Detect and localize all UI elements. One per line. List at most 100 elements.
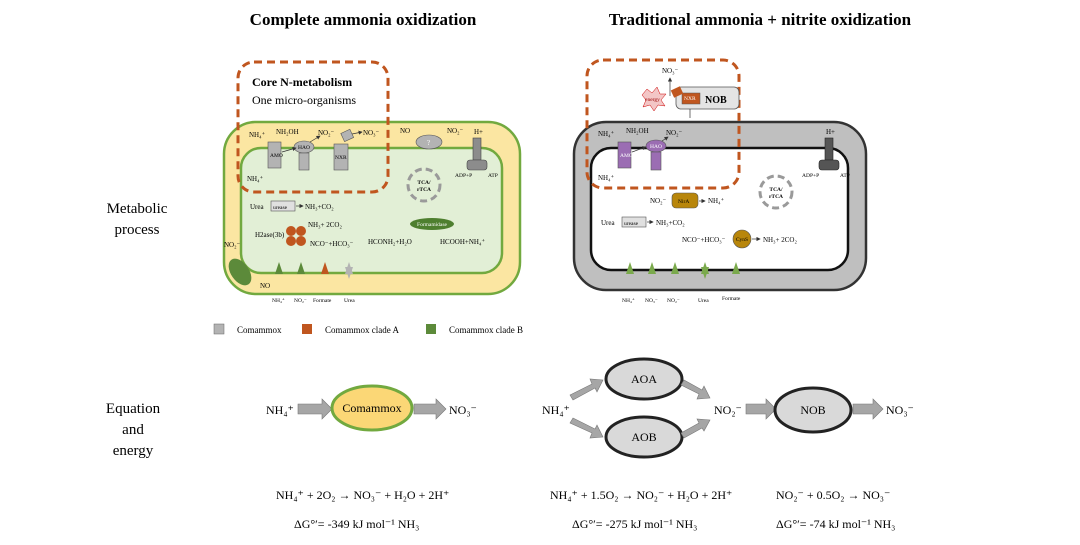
title-left: Complete ammonia oxidization: [250, 10, 477, 29]
atp-synthase-stalk: [472, 137, 482, 161]
legend-label-clade-a: Comammox clade A: [325, 325, 399, 335]
svg-text:energy: energy: [645, 97, 660, 103]
svg-text:Formamidase: Formamidase: [417, 222, 447, 228]
no3-top-label-right: NO₃⁻: [662, 67, 679, 75]
h-plus-label: H+: [474, 128, 483, 136]
flow-left-arrow-1: [297, 398, 333, 420]
svg-text:NO₂⁻: NO₂⁻: [294, 298, 307, 304]
flow-left-input: NH₄⁺: [266, 403, 294, 417]
flow-left-output: NO₃⁻: [449, 403, 477, 417]
formamidase-enzyme: [410, 218, 454, 230]
nir-enzyme: [228, 258, 252, 286]
equation-right: NO₂⁻ + 0.5O₂ → NO₃⁻: [776, 488, 890, 502]
no-label: NO: [400, 127, 410, 135]
flow-left-arrow-2: [413, 398, 447, 420]
energy-left: ΔG°′= -349 kJ mol⁻¹ NH₃: [294, 517, 419, 531]
flow-right-middle: NO₂⁻: [714, 403, 742, 417]
atp-label: ATP: [488, 173, 498, 179]
flow-right-arrow-nob: [745, 398, 777, 420]
svg-text:TCA/: TCA/: [417, 180, 431, 186]
comammox-node-label: Comammox: [342, 401, 401, 415]
nxr-cap: [340, 128, 355, 143]
svg-text:urease: urease: [273, 205, 288, 211]
no3-top-label: NO₃⁻: [363, 129, 380, 137]
flow-right-arrow-aoa: [569, 378, 604, 401]
no2-top-label: NO₂⁻: [318, 129, 335, 137]
transporter-right-no3: [648, 262, 656, 274]
atp-synthase-head: [466, 159, 488, 171]
flow-right-arrow-aob-out: [680, 418, 711, 439]
cyns-products: NH₃+ 2CO₂: [763, 236, 797, 244]
hao-channel: [298, 152, 310, 171]
aoa-node: [604, 357, 684, 401]
svg-text:NH₄⁺: NH₄⁺: [272, 298, 285, 304]
equation-left: NH₄⁺ + 2O₂ → NO₃⁻ + H₂O + 2H⁺: [276, 488, 449, 502]
no2-nira-label: NO₂⁻: [650, 197, 667, 205]
nob-label-small: NOB: [705, 95, 727, 106]
flow-right-input: NH₄⁺: [542, 403, 570, 417]
nxr-cap-right: [670, 86, 684, 98]
adp-right: ADP+P: [802, 173, 819, 179]
cyns-enzyme: [732, 229, 752, 249]
svg-text:and: and: [122, 422, 144, 438]
h2ase-label: H2ase(3b): [255, 231, 285, 239]
svg-text:process: process: [115, 222, 160, 238]
svg-text:HAO: HAO: [650, 144, 662, 150]
legend-swatch-comammox: [213, 323, 225, 335]
nh4-inner-right: NH₄⁺: [598, 174, 615, 182]
atp-synthase-right-head: [818, 159, 840, 171]
transporter-right-nh4: [626, 262, 634, 274]
flow-right-arrow-aob: [569, 417, 604, 439]
svg-text:energy: energy: [113, 443, 154, 459]
urea-right: Urea: [601, 219, 615, 227]
flow-right-output: NO₃⁻: [886, 403, 914, 417]
comammox-node: [330, 384, 414, 432]
svg-text:Urea: Urea: [698, 298, 709, 304]
aob-node: [604, 415, 684, 459]
svg-text:AMO: AMO: [620, 153, 633, 159]
nob-node: [773, 386, 853, 434]
svg-text:Urea: Urea: [344, 298, 355, 304]
svg-text:NO₃⁻: NO₃⁻: [645, 298, 658, 304]
cyanate-products: NCO⁻+HCO₃⁻: [310, 240, 354, 248]
svg-text:NXR: NXR: [335, 155, 347, 161]
tca-cycle-left: TCA/ rTCA: [406, 167, 442, 203]
atp-right: ATP: [840, 173, 850, 179]
unknown-enzyme: [415, 134, 443, 150]
h2ase-enzyme: [286, 226, 306, 246]
amo-enzyme-right: [617, 141, 632, 169]
nh4-top-label: NH₄⁺: [249, 131, 266, 139]
nxr-enzyme: [333, 143, 349, 171]
svg-text:rTCA: rTCA: [417, 187, 431, 193]
nh2oh-label: NH₂OH: [276, 128, 299, 136]
legend: Comammox Comammox clade A Comammox clade…: [213, 323, 523, 335]
energy-burst: energy: [641, 86, 667, 112]
transporter-right-no2: [671, 262, 679, 274]
svg-text:TCA/: TCA/: [769, 187, 783, 193]
transporter-no2: [297, 262, 305, 274]
svg-text:CynS: CynS: [736, 237, 748, 243]
transporter-nh4: [275, 262, 283, 274]
cyanate-in-right: NCO⁻+HCO₃⁻: [682, 236, 726, 244]
unknown-enzyme-label: ?: [427, 139, 430, 147]
adp-label: ADP+P: [455, 173, 472, 179]
hao-channel-right: [650, 151, 662, 171]
svg-text:Metabolic: Metabolic: [107, 201, 168, 217]
aob-node-label: AOB: [631, 430, 656, 444]
transporter-formate: [321, 262, 329, 274]
flow-right-arrow-aoa-out: [680, 379, 711, 400]
legend-label-comammox: Comammox: [237, 325, 282, 335]
core-n-metabolism-box: [236, 60, 390, 194]
title-right: Traditional ammonia + nitrite oxidizatio…: [609, 10, 912, 29]
nxr-enzyme-right: [681, 92, 701, 105]
amo-enzyme: [267, 141, 282, 169]
svg-text:urease: urease: [624, 221, 639, 227]
legend-label-clade-b: Comammox clade B: [449, 325, 523, 335]
transporter-right-formate: [732, 262, 740, 274]
atp-synthase-right-stalk: [824, 137, 834, 161]
urease-box: [270, 200, 296, 212]
equation-mid: NH₄⁺ + 1.5O₂ → NO₂⁻ + H₂O + 2H⁺: [550, 488, 732, 502]
svg-text:AMO: AMO: [270, 153, 283, 159]
